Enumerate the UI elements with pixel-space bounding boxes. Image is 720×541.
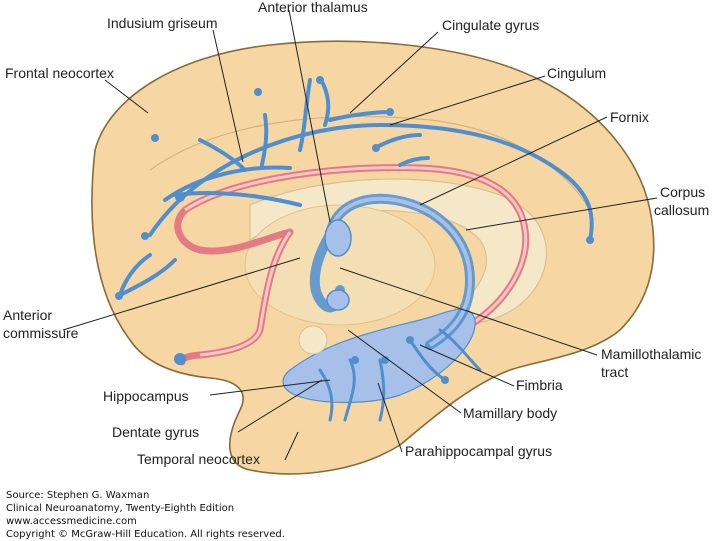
anterior-thalamic-nucleus: [324, 219, 352, 257]
label-temporal-neocortex: Temporal neocortex: [137, 451, 260, 467]
label-anterior-commissure-line2: commissure: [3, 325, 79, 341]
source-credit: Source: Stephen G. Waxman Clinical Neuro…: [6, 489, 406, 541]
label-frontal-neocortex: Frontal neocortex: [5, 65, 114, 81]
label-mamillothalamic-line1: Mamillothalamic: [601, 346, 701, 362]
credit-copyright: Copyright © McGraw-Hill Education. All r…: [6, 529, 285, 540]
label-hippocampus: Hippocampus: [103, 388, 189, 404]
credit-book: Clinical Neuroanatomy, Twenty-Eighth Edi…: [6, 503, 235, 514]
cingulum-fibers: [118, 76, 594, 297]
red-commissural-inner: [184, 166, 528, 327]
fornix-inner: [328, 196, 473, 347]
label-cingulate-gyrus: Cingulate gyrus: [442, 17, 539, 33]
anterior-commissure-dot: [298, 325, 328, 355]
label-parahippocampal-gyrus: Parahippocampal gyrus: [405, 443, 552, 459]
red-hippocampal-inner: [199, 231, 292, 357]
label-indusium-griseum: Indusium griseum: [107, 15, 218, 31]
label-mamillary-body: Mamillary body: [463, 405, 557, 421]
thalamus-region: [244, 204, 436, 326]
label-anterior-commissure-line1: Anterior: [3, 307, 52, 323]
fiber-endpoints: [115, 76, 594, 365]
label-fimbria: Fimbria: [516, 377, 563, 393]
label-anterior-thalamus: Anterior thalamus: [258, 0, 368, 15]
label-corpus-callosum-line2: callosum: [654, 202, 709, 218]
label-dentate-gyrus: Dentate gyrus: [112, 424, 199, 440]
mamillary-body-shape: [326, 289, 350, 311]
label-mamillothalamic-line2: tract: [601, 364, 628, 380]
credit-source: Source: Stephen G. Waxman: [6, 490, 150, 501]
hippocampal-formation: [282, 308, 476, 404]
hippocampal-fibers: [318, 328, 482, 422]
leader-lines: [62, 9, 658, 461]
label-cingulum: Cingulum: [547, 65, 606, 81]
credit-url: www.accessmedicine.com: [6, 516, 137, 527]
label-corpus-callosum-line1: Corpus: [660, 184, 705, 200]
hippocampal-endpoints: [351, 336, 449, 384]
label-fornix: Fornix: [610, 109, 649, 125]
